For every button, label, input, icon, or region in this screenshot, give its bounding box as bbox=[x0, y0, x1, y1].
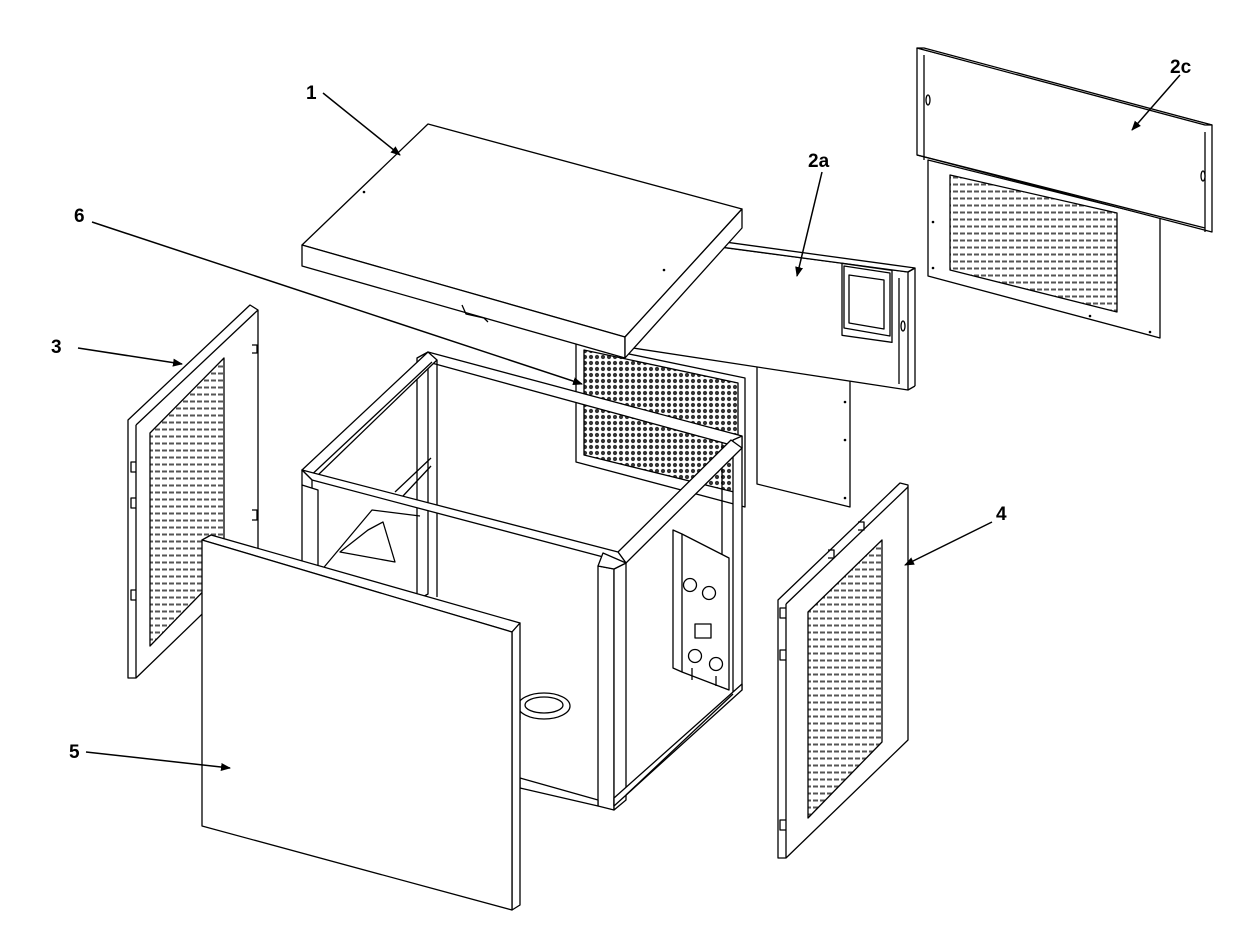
right-side-panel-4 bbox=[777, 482, 909, 859]
leader-2c bbox=[1131, 74, 1181, 131]
leader-5 bbox=[85, 751, 231, 771]
callout-3: 3 bbox=[51, 337, 62, 358]
leader-4 bbox=[904, 521, 993, 566]
cabinet-frame bbox=[301, 351, 743, 811]
leader-3 bbox=[77, 347, 183, 367]
leader-6 bbox=[91, 221, 583, 385]
callout-4: 4 bbox=[996, 504, 1007, 525]
leader-lines bbox=[77, 74, 1181, 771]
leader-2a bbox=[795, 171, 823, 277]
leader-1 bbox=[322, 92, 401, 156]
top-cover-1 bbox=[301, 123, 743, 359]
callout-5: 5 bbox=[69, 742, 80, 763]
callout-2a: 2a bbox=[808, 151, 830, 172]
callout-1: 1 bbox=[306, 83, 317, 104]
callout-6: 6 bbox=[74, 206, 85, 227]
callout-2c: 2c bbox=[1170, 57, 1192, 78]
front-panel-5 bbox=[201, 534, 521, 911]
callout-labels: 1 2a 2c 3 4 5 6 bbox=[51, 57, 1192, 763]
rear-upper-panel-2c bbox=[916, 47, 1213, 339]
